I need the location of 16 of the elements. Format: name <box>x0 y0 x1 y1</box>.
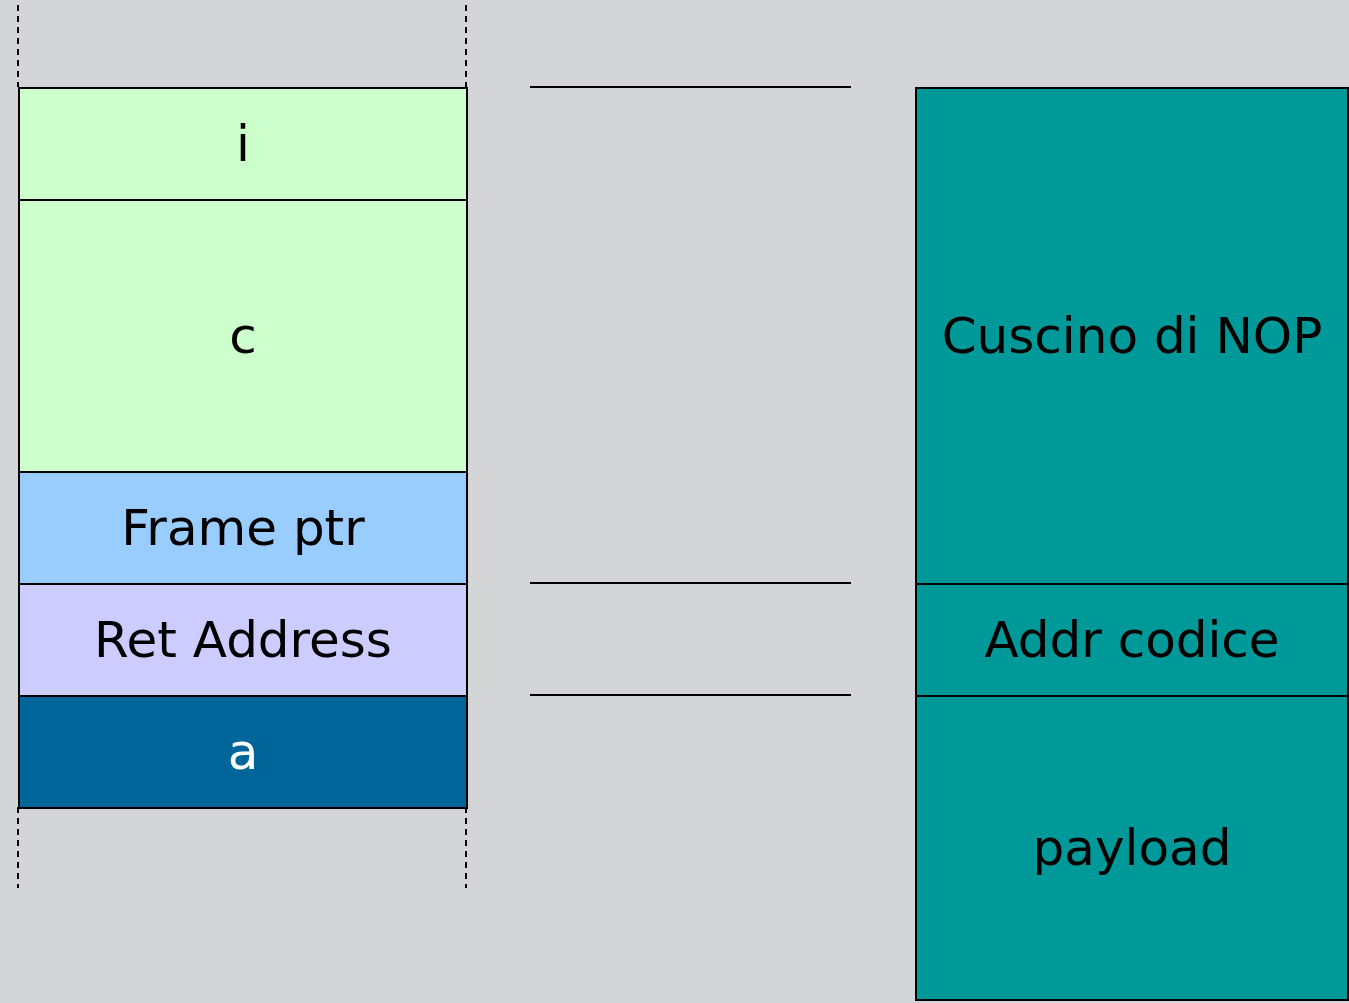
memory-cell <box>18 87 468 201</box>
memory-cell <box>915 695 1349 1001</box>
memory-cell <box>915 87 1349 585</box>
memory-cell <box>915 583 1349 697</box>
cell-label: Ret Address <box>94 612 392 668</box>
memory-cell <box>18 583 468 697</box>
cell-label: Addr codice <box>984 612 1280 668</box>
cell-label: c <box>229 308 257 364</box>
cell-label: payload <box>1032 820 1232 876</box>
cell-label: Frame ptr <box>121 500 365 556</box>
cell-label: a <box>227 724 259 780</box>
cell-label: i <box>236 116 250 172</box>
memory-cell <box>18 471 468 585</box>
memory-cell <box>18 199 468 473</box>
cell-label: Cuscino di NOP <box>941 308 1323 364</box>
memory-cell <box>18 695 468 809</box>
